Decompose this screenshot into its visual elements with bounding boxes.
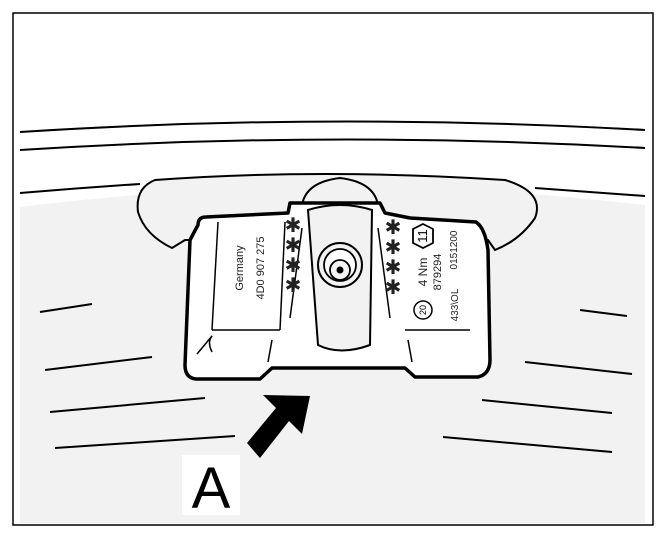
star-column-right: ✱ ✱ ✱ ✱ — [385, 217, 402, 299]
rim-line — [19, 183, 141, 194]
star-icon: ✱ — [385, 237, 402, 259]
hexagon-shape — [412, 222, 434, 250]
valve-dome — [300, 176, 380, 206]
rim-line — [19, 120, 646, 133]
circle-mark-icon: 20 — [413, 300, 433, 320]
code-a-label: 879294 — [432, 254, 444, 291]
star-icon: ✱ — [285, 215, 302, 237]
rim-line — [49, 397, 206, 413]
code-b-label: 0151200 — [449, 230, 460, 269]
hexagon-icon: 11 — [412, 222, 434, 250]
rim-line — [524, 361, 633, 375]
valve-pin — [336, 266, 344, 274]
panel-line — [407, 339, 413, 363]
panel-lines — [196, 221, 470, 363]
rim-line — [579, 309, 628, 317]
code-c-label: 433\OL — [450, 288, 461, 321]
panel-line — [267, 339, 273, 363]
callout-letter: A — [192, 456, 231, 521]
rim-line — [442, 436, 613, 453]
panel-line — [279, 221, 286, 331]
callout-box — [182, 455, 240, 515]
part-number-label: 4D0 907 275 — [255, 237, 267, 300]
valve-nut — [317, 242, 363, 288]
rim-line — [44, 356, 153, 371]
rim-line — [54, 435, 236, 449]
arrow-icon — [247, 395, 310, 458]
star-icon: ✱ — [385, 257, 402, 279]
clip-hook — [208, 335, 213, 353]
rim-line — [19, 138, 646, 151]
circle-mark-shape — [413, 300, 433, 320]
rim-line — [534, 187, 646, 197]
rim-line — [39, 303, 93, 313]
rim-contour-lines — [19, 120, 646, 453]
hexagon-mark-label: 11 — [415, 229, 430, 243]
star-column-left: ✱ ✱ ✱ ✱ — [285, 215, 302, 297]
rim-line — [481, 399, 613, 414]
torque-label: 4 Nm — [416, 258, 430, 287]
panel-line — [289, 227, 303, 319]
star-icon: ✱ — [385, 277, 402, 299]
star-icon: ✱ — [285, 275, 302, 297]
star-icon: ✱ — [285, 235, 302, 257]
panel-line — [377, 227, 391, 319]
origin-label: Germany — [234, 245, 246, 291]
circle-mark-label: 20 — [418, 305, 428, 315]
panel-line — [211, 221, 219, 331]
star-icon: ✱ — [385, 217, 402, 239]
star-icon: ✱ — [285, 255, 302, 277]
